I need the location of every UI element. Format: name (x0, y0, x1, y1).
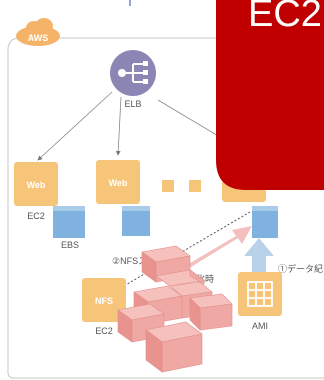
elb-label: ELB (124, 99, 141, 109)
nfs-caption: EC2 (95, 326, 113, 336)
cloud-label: AWS (28, 33, 49, 43)
ebs-volume-icon-2 (122, 206, 150, 236)
web-icon-label-1: Web (27, 180, 46, 190)
data-upward-arrow (244, 238, 274, 292)
ebs-volume-icon-3 (252, 206, 278, 238)
nfs-icon-label: NFS (95, 296, 113, 306)
ebs-volume-icon-1 (53, 206, 85, 238)
title-banner: EC2 (216, 0, 324, 190)
cube-stack-icon (117, 245, 233, 373)
elb-to-web3-line (157, 99, 226, 141)
ami-note: ①データ紀 (278, 263, 323, 274)
ami-icon (238, 272, 282, 316)
elb-to-web1-line (37, 91, 113, 161)
web-caption-1: EC2 (27, 211, 45, 221)
nfs-note: ②NFSスナ (112, 256, 156, 266)
ellipsis-square-1 (162, 180, 174, 192)
ebs-label: EBS (61, 240, 79, 250)
cloud-icon: AWS (16, 18, 60, 46)
web-server-icon-2: Web (96, 160, 140, 204)
elb-to-web2-line (115, 96, 122, 156)
load-balancer-icon (110, 50, 156, 96)
banner-title: EC2 (248, 0, 322, 35)
ami-caption: AMI (252, 321, 268, 331)
web-server-icon-1: Web (14, 162, 58, 206)
web-icon-label-2: Web (109, 178, 128, 188)
ellipsis-square-2 (189, 180, 201, 192)
nfs-server-icon: NFS (82, 278, 126, 322)
